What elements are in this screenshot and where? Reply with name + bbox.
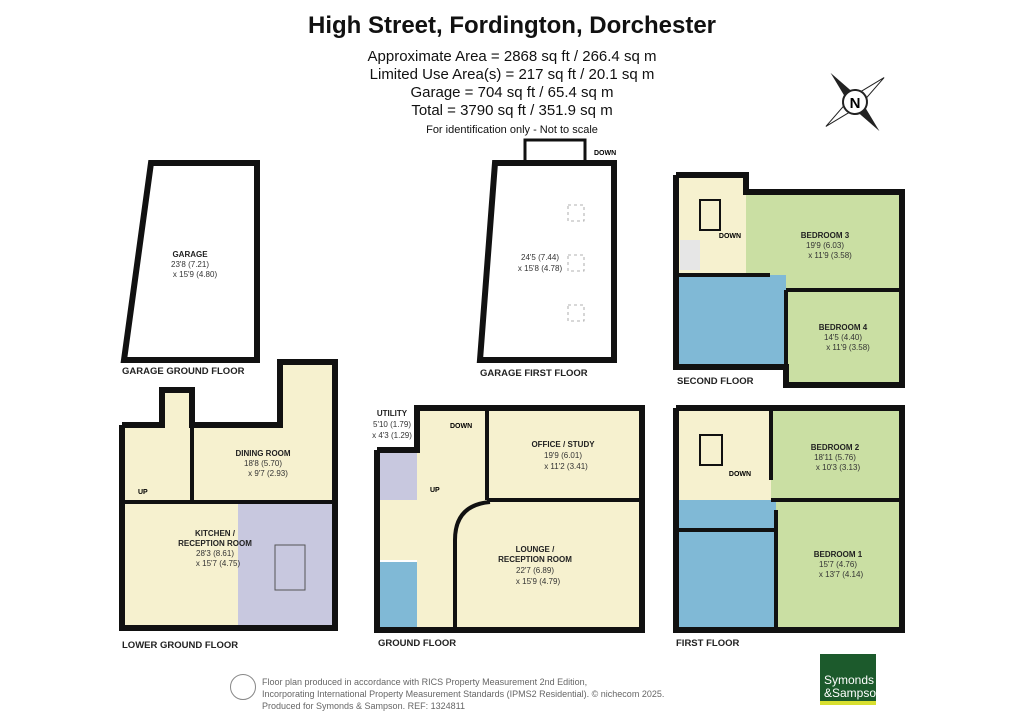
room-dimension: 18'8 (5.70) [244, 459, 282, 468]
garage-first-floor: DOWN 24'5 (7.44) x 15'8 (4.78) GARAGE FI… [476, 138, 617, 379]
room-name: UTILITY [377, 409, 408, 418]
room-dimension: x 10'3 (3.13) [816, 463, 861, 472]
room-name: BEDROOM 1 [814, 550, 863, 559]
room-dimension: x 15'9 (4.80) [173, 270, 218, 279]
footer-line: Produced for Symonds & Sampson. REF: 132… [262, 701, 465, 711]
stairs-down-label: DOWN [450, 423, 472, 430]
ground-floor: UTILITY 5'10 (1.79) x 4'3 (1.29) DOWN UP… [372, 405, 645, 649]
footer-line: Incorporating International Property Mea… [262, 689, 665, 699]
total-area: Total = 3790 sq ft / 351.9 sq m [411, 102, 613, 119]
room-name: OFFICE / STUDY [531, 440, 595, 449]
room-name: BEDROOM 2 [811, 443, 860, 452]
agent-logo: Symonds &Sampson [820, 654, 883, 705]
garage-ground-floor: GARAGE 23'8 (7.21) x 15'9 (4.80) GARAGE … [120, 160, 260, 377]
stairs-up-label: UP [430, 487, 440, 494]
floor-label: GROUND FLOOR [378, 638, 456, 649]
room-dimension: 24'5 (7.44) [521, 253, 559, 262]
room-name: BEDROOM 3 [801, 231, 850, 240]
floor-label: GARAGE FIRST FLOOR [480, 368, 588, 379]
lower-ground-floor: UP DINING ROOM 18'8 (5.70) x 9'7 (2.93) … [119, 359, 338, 651]
stairs-up-label: UP [138, 489, 148, 496]
room-name: RECEPTION ROOM [178, 539, 252, 548]
room-dimension: x 11'9 (3.58) [826, 343, 870, 352]
room-name: LOUNGE / [516, 545, 555, 554]
ipms-person-icon [230, 674, 256, 700]
room-dimension: x 11'9 (3.58) [808, 251, 852, 260]
stairs-down-label: DOWN [719, 233, 741, 240]
room-dimension: 19'9 (6.01) [544, 451, 582, 460]
footer-disclaimer: Floor plan produced in accordance with R… [262, 676, 664, 712]
room-name: GARAGE [172, 250, 208, 259]
limited-use-area: Limited Use Area(s) = 217 sq ft / 20.1 s… [369, 66, 655, 83]
room-dimension: 19'9 (6.03) [806, 241, 844, 250]
room-dimension: x 15'7 (4.75) [196, 559, 241, 568]
room-dimension: 18'11 (5.76) [814, 453, 856, 462]
first-floor: DOWN BEDROOM 2 18'11 (5.76) x 10'3 (3.13… [673, 405, 905, 649]
scale-note: For identification only - Not to scale [426, 124, 598, 136]
logo-text: Symonds [824, 673, 875, 687]
room-dimension: 22'7 (6.89) [516, 566, 554, 575]
compass-icon [825, 72, 885, 132]
second-floor: DOWN BEDROOM 3 19'9 (6.03) x 11'9 (3.58)… [673, 172, 905, 388]
room-dimension: x 11'2 (3.41) [544, 462, 588, 471]
room-dimension: 23'8 (7.21) [171, 260, 209, 269]
room-name: BEDROOM 4 [819, 323, 868, 332]
logo-text: &Sampson [824, 686, 883, 700]
room-dimension: x 9'7 (2.93) [248, 469, 288, 478]
footer-line: Floor plan produced in accordance with R… [262, 677, 588, 687]
room-dimension: 14'5 (4.40) [824, 333, 862, 342]
garage-area: Garage = 704 sq ft / 65.4 sq m [410, 84, 614, 101]
floor-label: GARAGE GROUND FLOOR [122, 366, 245, 377]
compass-north-label: N [850, 95, 861, 112]
room-dimension: x 4'3 (1.29) [372, 431, 412, 440]
page-title: High Street, Fordington, Dorchester [307, 12, 717, 39]
room-name: DINING ROOM [235, 449, 290, 458]
approximate-area: Approximate Area = 2868 sq ft / 266.4 sq… [367, 48, 657, 65]
floor-label: FIRST FLOOR [676, 638, 739, 649]
room-dimension: x 15'8 (4.78) [518, 264, 563, 273]
floor-label: SECOND FLOOR [677, 376, 754, 387]
room-dimension: x 13'7 (4.14) [819, 570, 864, 579]
room-dimension: 28'3 (8.61) [196, 549, 234, 558]
stairs-down-label: DOWN [594, 150, 616, 157]
room-dimension: x 15'9 (4.79) [516, 577, 561, 586]
room-dimension: 5'10 (1.79) [373, 420, 411, 429]
room-dimension: 15'7 (4.76) [819, 560, 857, 569]
floor-label: LOWER GROUND FLOOR [122, 640, 238, 651]
room-name: KITCHEN / [195, 529, 236, 538]
stairs-down-label: DOWN [729, 471, 751, 478]
room-name: RECEPTION ROOM [498, 555, 572, 564]
